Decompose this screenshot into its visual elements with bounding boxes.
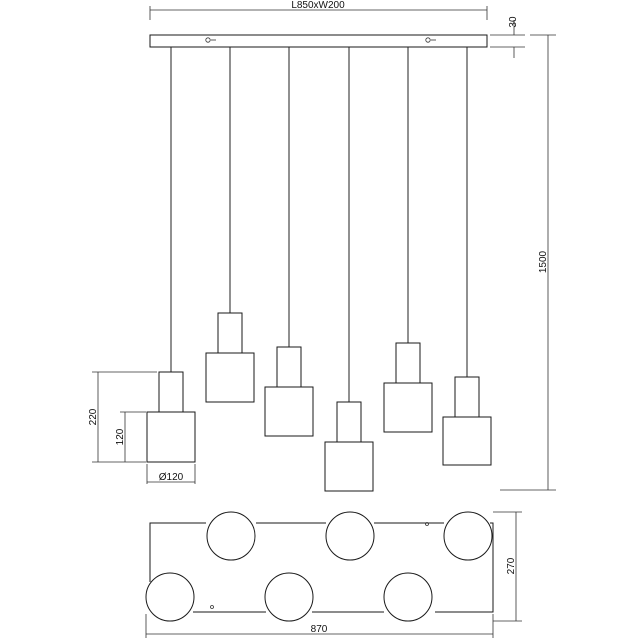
- canopy-height-label: 30: [508, 16, 519, 28]
- plan-depth-dimension: 270: [493, 511, 522, 622]
- total-height-label: 1500: [538, 250, 549, 273]
- pendant-4: [324, 47, 374, 492]
- plan-shade: [206, 511, 256, 561]
- pendant-neck: [336, 401, 362, 443]
- plan-depth-label: 270: [506, 557, 517, 574]
- total-height-dimension: 1500: [500, 34, 556, 491]
- pendant-3: [264, 47, 314, 437]
- shade-diameter-dimension: Ø120: [146, 464, 196, 484]
- pendant-shade: [264, 386, 314, 437]
- pendant-neck: [158, 371, 184, 413]
- shade-lower-height-label: 120: [115, 428, 126, 445]
- pendant-shade: [146, 411, 196, 463]
- pendant-neck: [454, 376, 480, 418]
- pendant-shade: [442, 416, 492, 466]
- canopy-screw: [205, 37, 211, 43]
- canopy-height-dimension: 30: [490, 16, 525, 58]
- pendant-neck: [395, 342, 421, 384]
- plan-shade: [264, 572, 314, 622]
- shade-diameter-label: Ø120: [159, 472, 184, 483]
- canopy-screw: [425, 37, 431, 43]
- pendant-shade: [205, 352, 255, 403]
- plan-shade: [145, 572, 195, 622]
- plan-shade: [325, 511, 375, 561]
- plan-length-label: 870: [311, 624, 328, 635]
- plan-view: [145, 511, 494, 622]
- plan-shade: [443, 511, 493, 561]
- pendant-5: [383, 47, 433, 433]
- pendant-6: [442, 47, 492, 466]
- shade-total-height-dimension: 220: [88, 371, 157, 463]
- canopy-size-label: L850xW200: [291, 0, 345, 11]
- canopy-size-dimension: L850xW200: [149, 0, 488, 20]
- plan-shade: [383, 572, 433, 622]
- plan-length-dimension: 870: [145, 614, 494, 638]
- pendant-shade: [383, 382, 433, 433]
- shade-lower-height-dimension: 120: [115, 411, 146, 462]
- canopy-bar: [149, 34, 488, 48]
- pendant-2: [205, 47, 255, 403]
- pendant-shade: [324, 441, 374, 492]
- pendant-neck: [217, 312, 243, 354]
- pendant-1: [146, 47, 196, 463]
- pendant-neck: [276, 346, 302, 388]
- shade-total-height-label: 220: [88, 408, 99, 425]
